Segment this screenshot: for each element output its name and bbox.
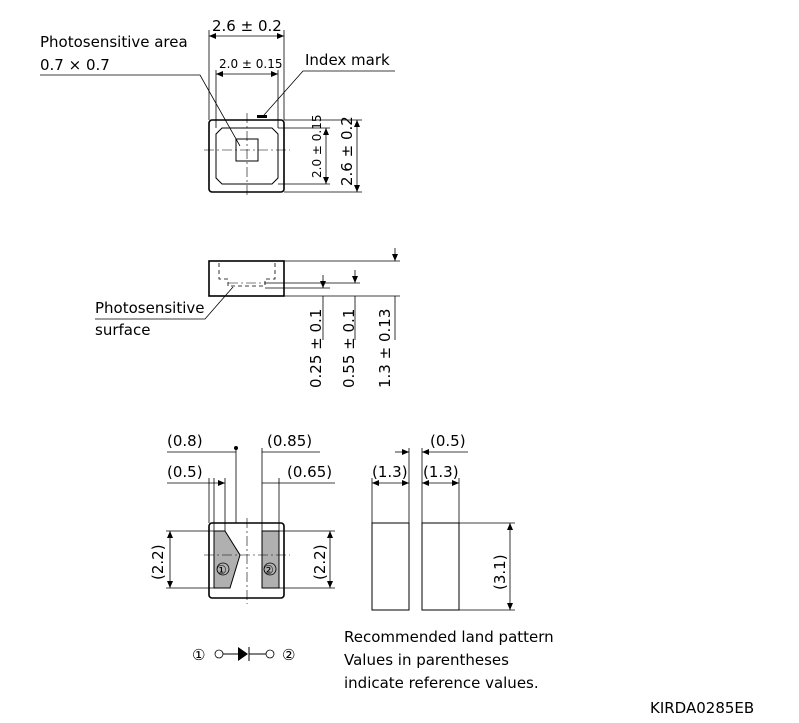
photosensitive-surface-label-1: Photosensitive [95,299,204,317]
diode-schematic: ① ② [192,646,295,664]
index-mark [257,115,267,118]
bottom-view-package-outline [208,522,285,599]
dim-height-inner: 2.0 ± 0.15 [310,115,324,179]
dim-land-gap: (0.5) [430,432,466,450]
dim-side-b: 0.55 ± 0.1 [340,309,358,388]
land-pattern: (0.5) (1.3) (1.3) (3.1) [371,432,515,611]
dim-bottom-right-22: (2.2) [311,544,329,580]
photosensitive-surface-label-2: surface [95,321,150,339]
dim-land-w2: (1.3) [423,463,459,481]
dim-side-c: 1.3 ± 0.13 [376,309,394,388]
dim-bottom-08: (0.8) [167,432,203,450]
dim-bottom-left-22: (2.2) [149,544,167,580]
land-pad-2 [421,522,460,611]
pad-2 [261,530,280,589]
note-line-2: Values in parentheses [344,651,509,669]
pad-2-label: ② [263,563,274,577]
schematic-pin-1: ① [192,646,205,664]
bottom-view: ① ② (0.8) (0.85) (0.5) (0.65) (2.2) [149,432,335,604]
dim-bottom-065: (0.65) [287,463,332,481]
index-mark-label: Index mark [305,51,390,69]
top-view-window [215,127,279,185]
photosensitive-area-size: 0.7 × 0.7 [40,56,110,74]
dim-height-outer: 2.6 ± 0.2 [338,116,356,186]
dim-land-h: (3.1) [491,554,509,590]
note-line-1: Recommended land pattern [344,628,554,646]
dim-side-a: 0.25 ± 0.1 [307,309,325,388]
dim-width-outer: 2.6 ± 0.2 [212,17,282,35]
top-view: 2.6 ± 0.2 2.0 ± 0.15 2.0 ± 0.15 2.6 ± 0.… [40,17,395,198]
pad-1-label: ① [216,563,227,577]
note-line-3: indicate reference values. [344,674,539,692]
notes: Recommended land pattern Values in paren… [344,628,554,692]
dim-bottom-085: (0.85) [267,432,312,450]
dim-land-w1: (1.3) [372,463,408,481]
side-view-package-outline [208,260,285,297]
dim-bottom-05: (0.5) [167,463,203,481]
schematic-pin-2: ② [282,646,295,664]
top-view-package-outline [208,119,285,193]
side-view: 1.3 ± 0.13 0.55 ± 0.1 0.25 ± 0.1 Photose… [95,248,400,388]
dim-width-inner: 2.0 ± 0.15 [219,57,283,71]
drawing-code: KIRDA0285EB [650,699,754,717]
pad-1 [213,530,241,589]
land-pad-1 [371,522,410,611]
photosensitive-area-label: Photosensitive area [40,33,188,51]
diode-symbol [238,647,248,661]
